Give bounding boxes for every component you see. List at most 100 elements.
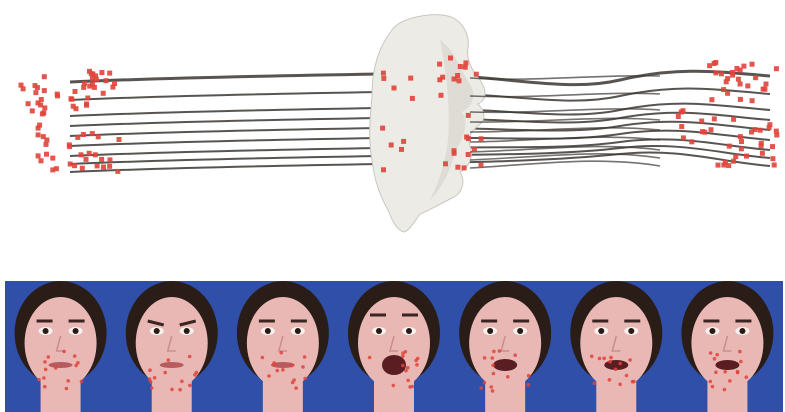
marker-point [90,82,95,87]
marker-point [762,87,767,92]
marker-point [709,127,714,132]
face-marker [728,379,732,383]
face-marker [723,370,727,374]
face-marker [272,361,276,365]
face-marker [193,373,197,377]
pupil [628,328,634,334]
face-skin [247,297,319,389]
marker-point [462,165,467,170]
face-smile [681,281,773,412]
face-marker [401,364,405,368]
face-skin [358,297,430,389]
face-marker [279,351,283,355]
face-marker [410,385,414,389]
marker-point [474,72,479,77]
marker-point [731,117,736,122]
face-marker [709,351,713,355]
marker-point [30,108,35,113]
marker-point [35,85,40,90]
pupil [517,328,523,334]
face-marker [170,388,174,392]
marker-point [472,147,477,152]
face-marker [65,387,69,391]
marker-point [44,138,49,143]
face-marker [406,379,410,383]
marker-point [760,151,765,156]
marker-point [75,135,80,140]
mouth [715,360,739,370]
face-marker [404,369,408,373]
marker-point [108,157,113,162]
marker-point [408,76,413,81]
marker-point [112,81,117,86]
marker-point [90,131,95,136]
marker-point [401,139,406,144]
marker-point [724,79,729,84]
marker-point [443,161,448,166]
marker-point [36,126,41,131]
marker-point [99,157,104,162]
face-marker [490,385,494,389]
face-skin [25,297,97,389]
pupil [487,328,493,334]
marker-point [21,86,26,91]
marker-point [55,92,60,97]
face-marker [598,357,602,361]
marker-point [758,128,763,133]
marker-point [437,62,442,67]
face-marker [188,384,192,388]
face-marker [483,381,487,385]
marker-point [81,132,86,137]
marker-point [745,83,750,88]
marker-point [455,73,460,78]
marker-point [39,158,44,163]
marker-point [381,76,386,81]
pupil [709,328,715,334]
marker-point [479,136,484,141]
marker-point [42,105,47,110]
pupil [154,328,160,334]
pupil [43,328,49,334]
face-sequence [5,281,783,412]
marker-point [72,163,77,168]
face-marker [303,355,307,359]
marker-point [736,77,741,82]
face-marker [303,377,307,381]
marker-point [716,163,721,168]
face-neutral [237,281,329,412]
face-marker [43,385,47,389]
face-marker [618,362,622,366]
marker-point [679,110,684,115]
marker-point [764,82,769,87]
face-marker [491,364,495,368]
marker-point [101,165,106,170]
marker-point [731,159,736,164]
marker-point [84,103,89,108]
marker-point [437,77,442,82]
marker-point [41,111,46,116]
marker-point [770,144,775,149]
face-open-mouth [348,281,440,412]
face-marker [590,355,594,359]
face-marker [723,388,727,392]
marker-point [713,60,718,65]
marker-point [94,77,99,82]
face-neutral [15,281,107,412]
marker-point [739,146,744,151]
face-marker [526,383,530,387]
marker-point [753,75,758,80]
face-marker [54,366,58,370]
marker-point [73,89,78,94]
marker-point [479,163,484,168]
face-marker [406,366,410,370]
marker-point [392,86,397,91]
marker-point [44,152,49,157]
face-marker [498,349,502,353]
pupil [739,328,745,334]
face-marker [506,375,510,379]
marker-point [410,96,415,101]
face-marker [491,389,495,393]
marker-point [707,63,712,68]
face-speech [570,281,662,412]
